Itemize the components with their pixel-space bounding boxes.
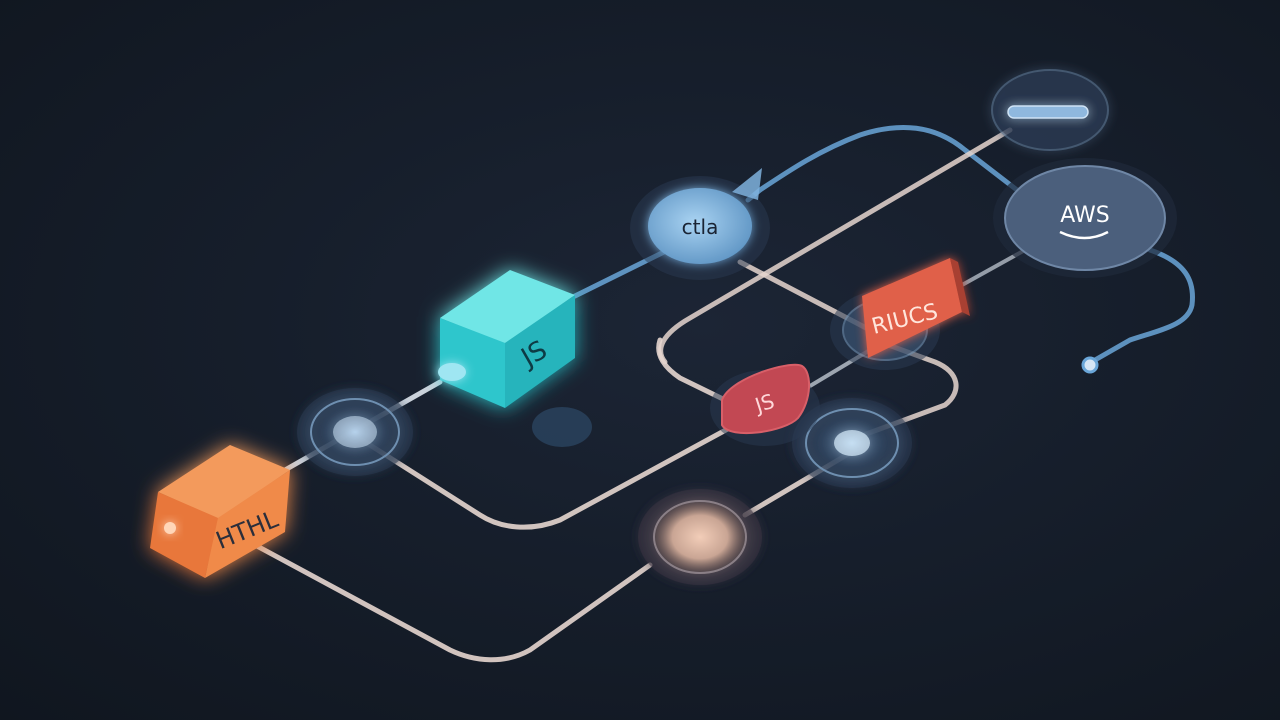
- html-port-icon: [164, 522, 176, 534]
- js-port-icon: [438, 363, 466, 381]
- ring-node-blue[interactable]: [792, 398, 912, 488]
- html-block[interactable]: HTHL: [150, 445, 290, 578]
- ring-node-bottom[interactable]: [638, 489, 762, 585]
- top-node[interactable]: ctla: [630, 168, 770, 280]
- diagonal-connector: [658, 127, 1013, 365]
- aws-node[interactable]: AWS: [993, 158, 1177, 278]
- js-block[interactable]: JS: [440, 270, 575, 408]
- aws-smile-icon: [1059, 230, 1109, 240]
- top-node-label: ctla: [682, 215, 719, 239]
- top-pill-node[interactable]: [991, 69, 1109, 151]
- connector-end-icon: [1081, 356, 1099, 374]
- ring-node-left[interactable]: [297, 388, 413, 476]
- dim-node: [532, 407, 592, 447]
- small-js-tag[interactable]: JS: [721, 363, 810, 435]
- aws-node-label: AWS: [1060, 203, 1110, 228]
- react-tag[interactable]: RIUCS: [862, 258, 970, 358]
- bottom-connector: [252, 447, 858, 663]
